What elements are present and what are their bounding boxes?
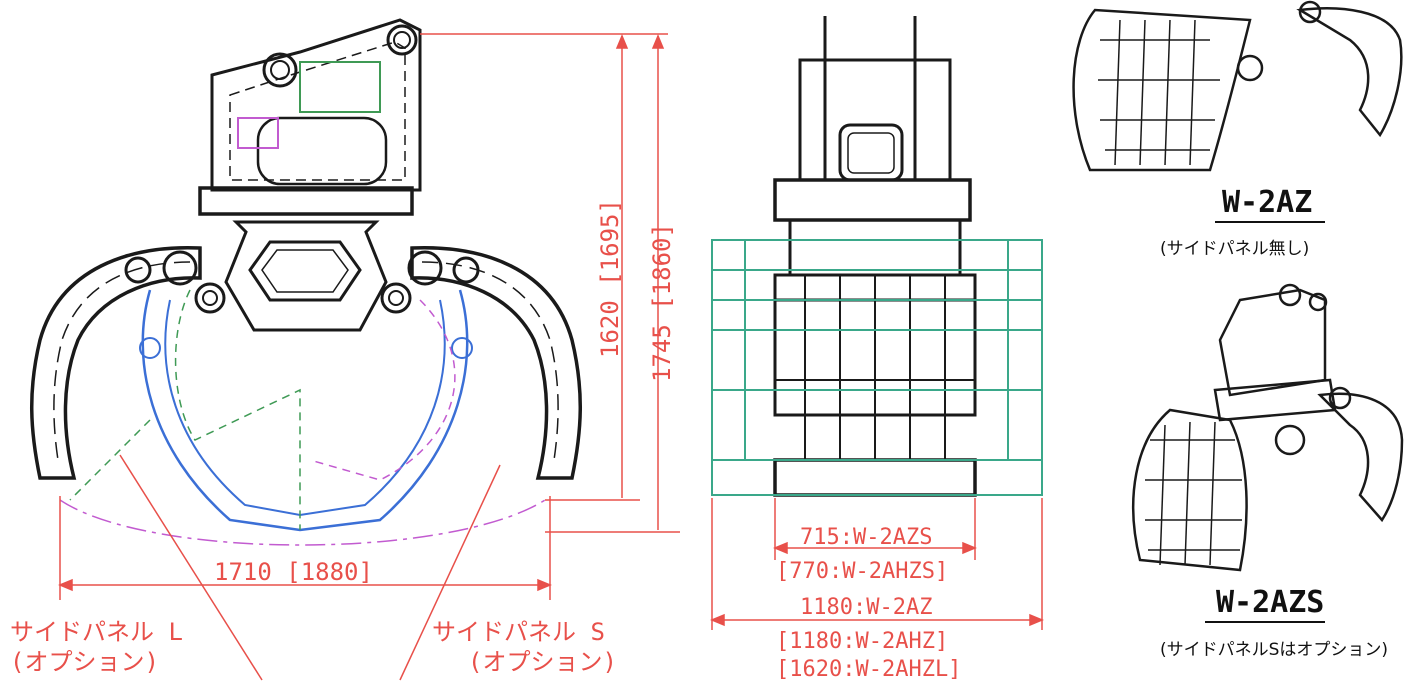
- model-illustration-w-2azs: [1132, 283, 1404, 572]
- side-panel-l-label: サイドパネル L: [10, 618, 183, 646]
- side-width-line-3: 1180:W-2AZ: [800, 595, 932, 620]
- side-view: [773, 16, 977, 497]
- height-dimension-1745: 1745 [1860]: [648, 223, 676, 382]
- model-name-w-2azs: W-2AZS: [1216, 585, 1324, 620]
- front-view: [30, 18, 582, 546]
- side-width-line-1: 715:W-2AZS: [800, 525, 932, 550]
- side-width-line-5: [1620:W-2AHZL]: [776, 657, 961, 682]
- model-note-w-2az: (サイドパネル無し): [1160, 239, 1309, 259]
- side-width-line-4: [1180:W-2AHZ]: [776, 629, 948, 654]
- width-dimension-1710: 1710 [1880]: [214, 558, 373, 586]
- height-dimension-1620: 1620 [1695]: [596, 199, 624, 358]
- model-illustration-w-2az: [1072, 0, 1403, 172]
- front-dimension-lines: [58, 33, 680, 681]
- side-panel-s-option: (オプション): [468, 648, 617, 676]
- side-dimension-lines: [710, 498, 1044, 630]
- side-panel-frame: [711, 239, 1043, 496]
- side-panel-s-label: サイドパネル S: [432, 618, 605, 646]
- model-note-w-2azs: (サイドパネルSはオプション): [1160, 640, 1388, 660]
- side-width-line-2: [770:W-2AHZS]: [776, 559, 948, 584]
- side-panel-l-option: (オプション): [10, 648, 159, 676]
- model-name-w-2az: W-2AZ: [1222, 185, 1312, 220]
